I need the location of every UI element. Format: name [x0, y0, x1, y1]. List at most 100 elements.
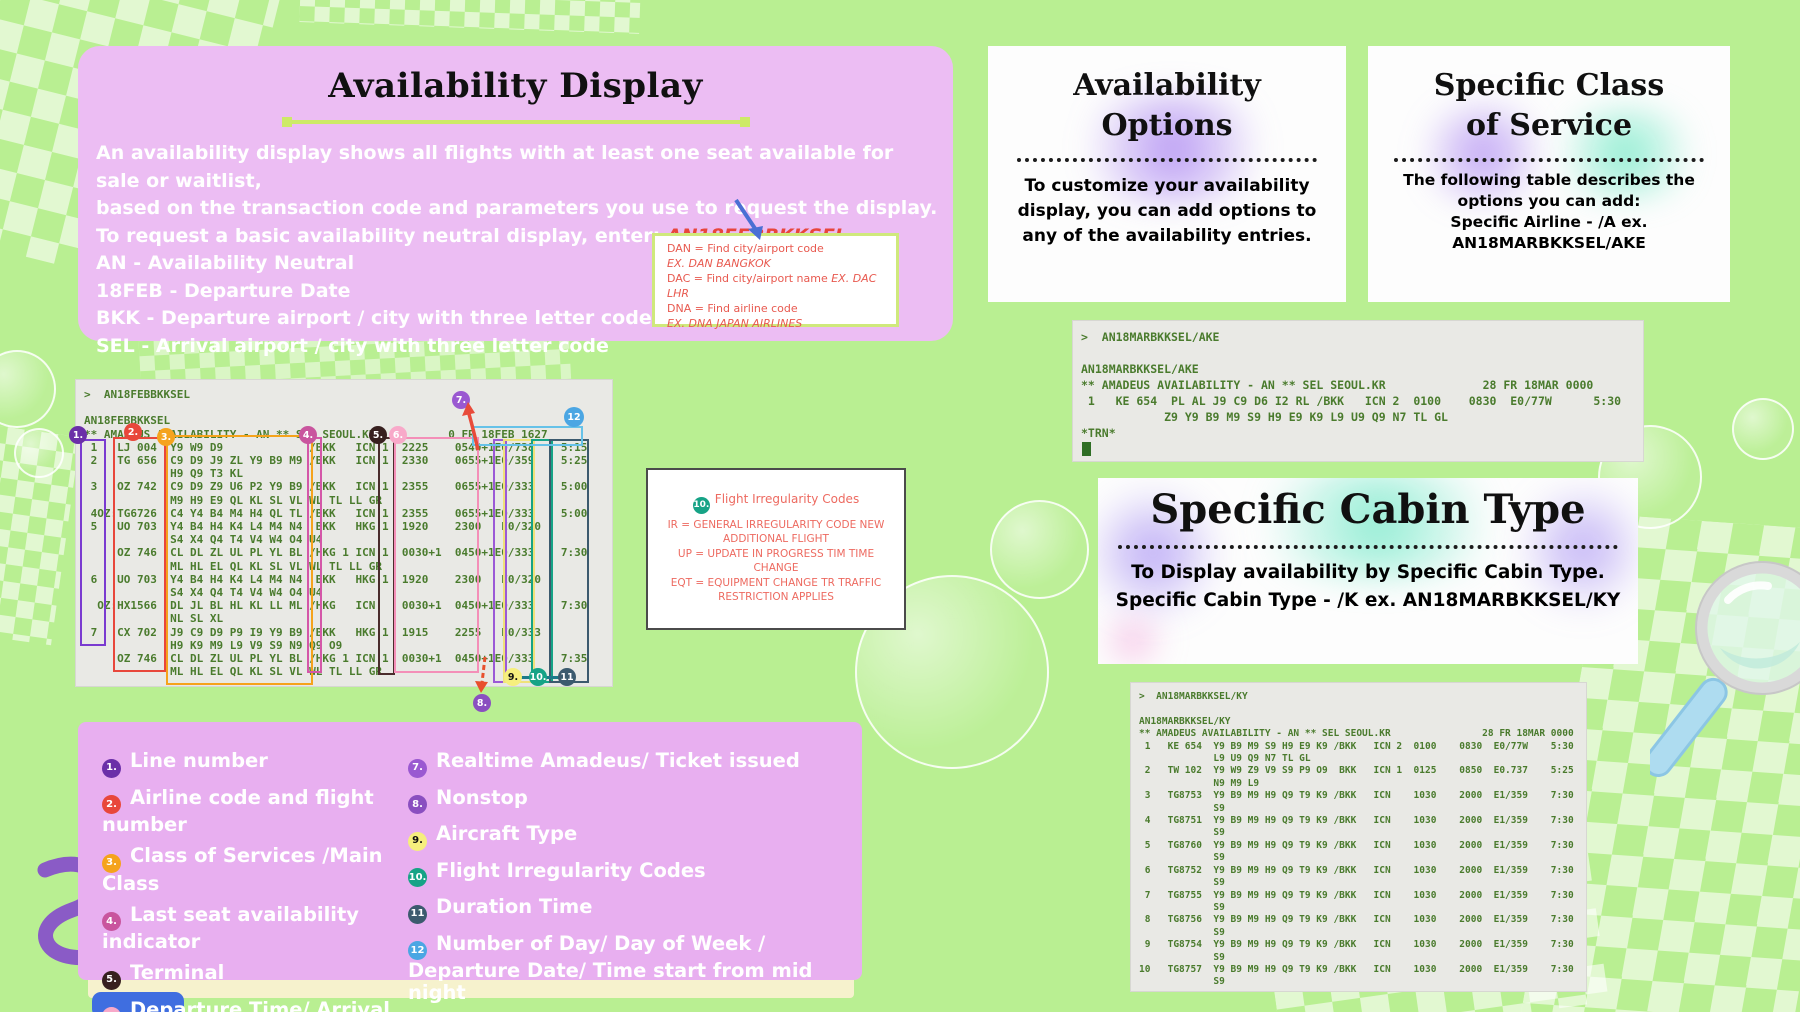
terminal-badge-7: 7.: [452, 391, 470, 409]
terminal-badge-1: 1.: [69, 426, 87, 444]
flight-irregularity-box: 10. Flight Irregularity Codes IR = GENERA…: [646, 468, 906, 630]
legend-label: Departure Time/ Arrival Time: [130, 997, 390, 1012]
dotted-divider: [1118, 545, 1618, 549]
blue-arrow: [734, 198, 763, 240]
legend-label: Aircraft Type: [436, 822, 578, 845]
col-highlight-line-number: [80, 439, 106, 646]
pink-blob: [1098, 618, 1168, 663]
legend-item: 6. Departure Time/ Arrival Time: [102, 997, 402, 1012]
dan-box-line: DAN = Find city/airport code: [667, 242, 824, 255]
checker-pattern-top-edge: [299, 0, 641, 34]
legend-item: 11 Duration Time: [408, 896, 856, 924]
dotted-divider: [1394, 158, 1704, 162]
dan-box-line: DAC = Find city/airport name EX. DAC LHR: [667, 272, 877, 300]
bubble: [1732, 398, 1794, 460]
legend-badge-4: 4.: [102, 912, 121, 931]
legend-badge-2: 2.: [102, 795, 121, 814]
dan-box-line: EX. DNA JAPAN AIRLINES: [667, 317, 803, 330]
col-highlight-airline-code: [113, 437, 166, 672]
bubble: [14, 428, 64, 478]
bubble: [0, 350, 56, 428]
dotted-divider: [1017, 158, 1317, 162]
legend-badge-5: 5.: [102, 970, 121, 990]
terminal-badge-8: 8.: [473, 694, 491, 712]
legend-badge-8: 8.: [408, 795, 427, 814]
col-highlight-times: [394, 437, 479, 673]
legend-item: 8. Nonstop: [408, 785, 856, 814]
intro-line: based on the transaction code and parame…: [96, 197, 938, 219]
teal-blob: [1228, 478, 1528, 578]
terminal-text: > AN18MARBKKSEL/KY AN18MARBKKSEL/KY ** A…: [1139, 691, 1574, 988]
legend-badge-9: 9.: [408, 831, 427, 851]
legend-label: Flight Irregularity Codes: [436, 858, 706, 882]
legend-badge-6: 6.: [102, 1007, 121, 1012]
legend-item: 3.Class of Services /Main Class: [102, 845, 402, 895]
legend-column-right: 7. Realtime Amadeus/ Ticket issued 8. Nonst…: [408, 750, 856, 1012]
terminal-badge-2: 2.: [124, 423, 142, 441]
request-prefix: To request a basic availability neutral …: [96, 224, 667, 247]
terminal-cursor: [1082, 442, 1091, 456]
legend-label: Last seat availability indicator: [102, 902, 360, 953]
availability-display-title: Availability Display: [328, 66, 703, 106]
terminal-badge-11: 11: [558, 668, 576, 686]
legend-item: 5. Terminal: [102, 962, 402, 990]
specific-cabin-terminal[interactable]: > AN18MARBKKSEL/KY AN18MARBKKSEL/KY ** A…: [1131, 683, 1586, 991]
terminal-text: > AN18FEBBKKSEL AN18FEBBKKSEL ** AMADEUS…: [84, 388, 588, 679]
red-dashed-arrow-down: [475, 656, 488, 693]
availability-display-card: Availability Display An availability dis…: [78, 46, 953, 357]
purple-blob: [1408, 101, 1558, 206]
fic-title-row: 10. Flight Irregularity Codes: [648, 492, 904, 514]
purple-blob: [1058, 91, 1288, 206]
fic-codes-text: IR = GENERAL IRREGULARITY CODE NEW ADDIT…: [667, 518, 885, 604]
title-divider: [281, 117, 750, 127]
legend-label: Line number: [130, 749, 268, 772]
specific-airline-terminal[interactable]: > AN18MARBKKSEL/AKE AN18MARBKKSEL/AKE **…: [1073, 321, 1643, 461]
col-highlight-realtime: [493, 439, 507, 683]
legend-box: 1. Line number 2.Airline code and flight n…: [78, 722, 862, 1012]
terminal-badge-3: 3.: [157, 428, 175, 446]
terminal-text: > AN18MARBKKSEL/AKE AN18MARBKKSEL/AKE **…: [1081, 330, 1622, 440]
legend-item: 9. Aircraft Type: [408, 823, 856, 851]
cabin-section-body: To Display availability by Specific Cabi…: [1115, 562, 1621, 611]
legend-badge-11: 11: [408, 904, 427, 924]
teal-blob: [1538, 106, 1713, 201]
legend-column-left: 1. Line number 2.Airline code and flight n…: [102, 750, 402, 1012]
legend-label: Duration Time: [436, 895, 593, 918]
legend-item: 1. Line number: [102, 750, 402, 778]
legend-badge-7: 7.: [408, 758, 427, 778]
legend-label: Terminal: [130, 961, 225, 984]
red-arrow-up: [462, 402, 480, 451]
legend-badge-10: 10.: [408, 868, 427, 887]
col-highlight-last-seat: [307, 437, 322, 673]
terminal-badge-12: 12: [564, 407, 584, 427]
terminal-badge-5: 5.: [369, 426, 387, 444]
col-highlight-terminal: [378, 437, 395, 675]
terminal-badge-4: 4.: [299, 426, 317, 444]
legend-item: 10. Flight Irregularity Codes: [408, 858, 856, 887]
legend-item: 7. Realtime Amadeus/ Ticket issued: [408, 750, 856, 778]
options-card-body: To customize your availability display, …: [1017, 176, 1317, 246]
fic-title: Flight Irregularity Codes: [714, 492, 860, 506]
legend-badge-3: 3.: [102, 853, 121, 873]
specific-cabin-section: Specific Cabin Type To Display availabil…: [1098, 478, 1638, 664]
legend-label: Number of Day/ Day of Week / Departure D…: [408, 931, 813, 1004]
legend-label: Class of Services /Main Class: [102, 844, 383, 895]
intro-line: An availability display shows all flight…: [96, 142, 894, 192]
legend-label: Nonstop: [436, 785, 528, 809]
availability-terminal[interactable]: > AN18FEBBKKSEL AN18FEBBKKSEL ** AMADEUS…: [69, 380, 612, 686]
legend-item: 2.Airline code and flight number: [102, 785, 402, 837]
legend-label: Airline code and flight number: [102, 785, 374, 836]
terminal-badge-9: 9.: [504, 668, 522, 686]
col-highlight-classes: [166, 435, 313, 685]
legend-label: Realtime Amadeus/ Ticket issued: [436, 749, 800, 772]
legend-badge-1: 1.: [102, 758, 121, 778]
fic-badge-10: 10.: [692, 496, 710, 514]
